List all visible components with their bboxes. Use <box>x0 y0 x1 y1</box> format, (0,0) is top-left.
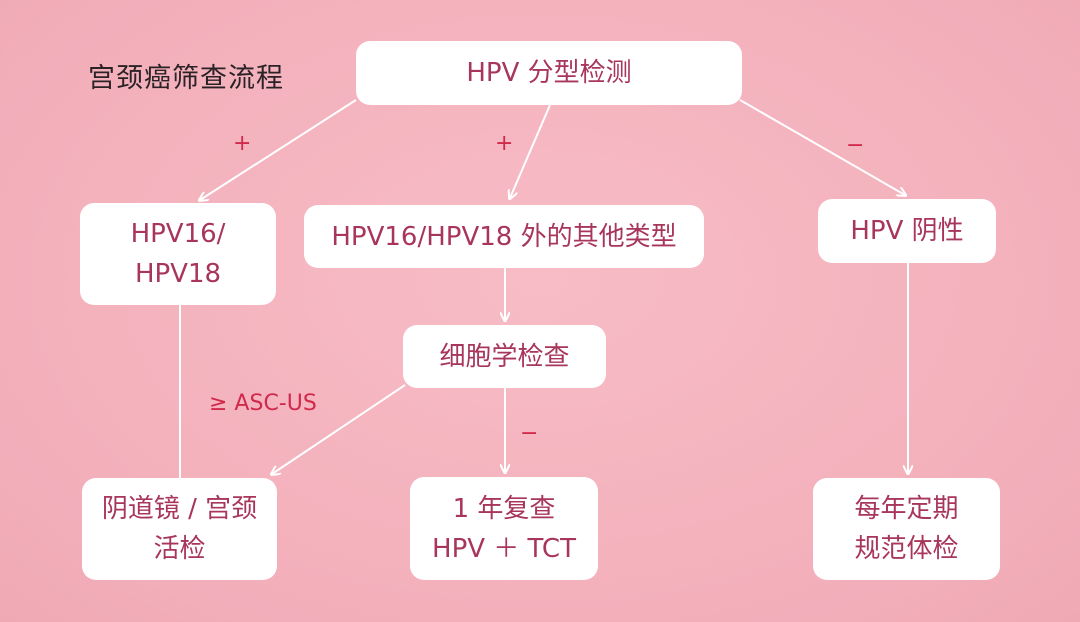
node-annual-line1: 每年定期 <box>854 494 959 524</box>
arrow-typing-to-hpv16-18 <box>200 99 357 200</box>
node-hpv16-18-line1: HPV16/ <box>130 219 226 249</box>
node-hpv-typing-label: HPV 分型检测 <box>466 58 632 88</box>
node-hpv16-18-line2: HPV18 <box>134 259 222 289</box>
node-hpv16-18: HPV16/ HPV18 <box>80 203 276 305</box>
node-other-types-label: HPV16/HPV18 外的其他类型 <box>331 221 677 252</box>
node-hpv-typing: HPV 分型检测 <box>356 41 742 105</box>
edge-label-positive-left: + <box>233 131 252 156</box>
arrow-typing-to-negative <box>739 99 905 195</box>
edge-label-asc-us: ≥ ASC-US <box>209 391 317 416</box>
edge-label-positive-middle: + <box>495 131 514 156</box>
edge-label-cytology-negative: − <box>520 421 539 446</box>
node-recheck-line2: HPV ＋ TCT <box>432 533 576 564</box>
node-colposcopy-line2: 活检 <box>153 534 206 564</box>
diagram-title: 宫颈癌筛查流程 <box>88 63 284 94</box>
edge-label-negative-right: − <box>846 133 865 158</box>
node-recheck: 1 年复查 HPV ＋ TCT <box>410 477 598 580</box>
node-hpv-negative: HPV 阴性 <box>818 199 996 263</box>
node-colposcopy: 阴道镜 / 宫颈 活检 <box>82 478 277 580</box>
node-recheck-line1: 1 年复查 <box>452 493 556 524</box>
node-annual-line2: 规范体检 <box>854 534 959 564</box>
node-hpv-negative-label: HPV 阴性 <box>850 216 964 246</box>
node-other-types: HPV16/HPV18 外的其他类型 <box>304 205 704 268</box>
node-cytology: 细胞学检查 <box>403 325 606 388</box>
arrow-typing-to-other-types <box>510 104 551 198</box>
node-colposcopy-line1: 阴道镜 / 宫颈 <box>101 494 258 524</box>
node-annual: 每年定期 规范体检 <box>813 478 1000 580</box>
arrow-cytology-to-colposcopy <box>272 384 406 474</box>
node-cytology-label: 细胞学检查 <box>439 341 570 372</box>
